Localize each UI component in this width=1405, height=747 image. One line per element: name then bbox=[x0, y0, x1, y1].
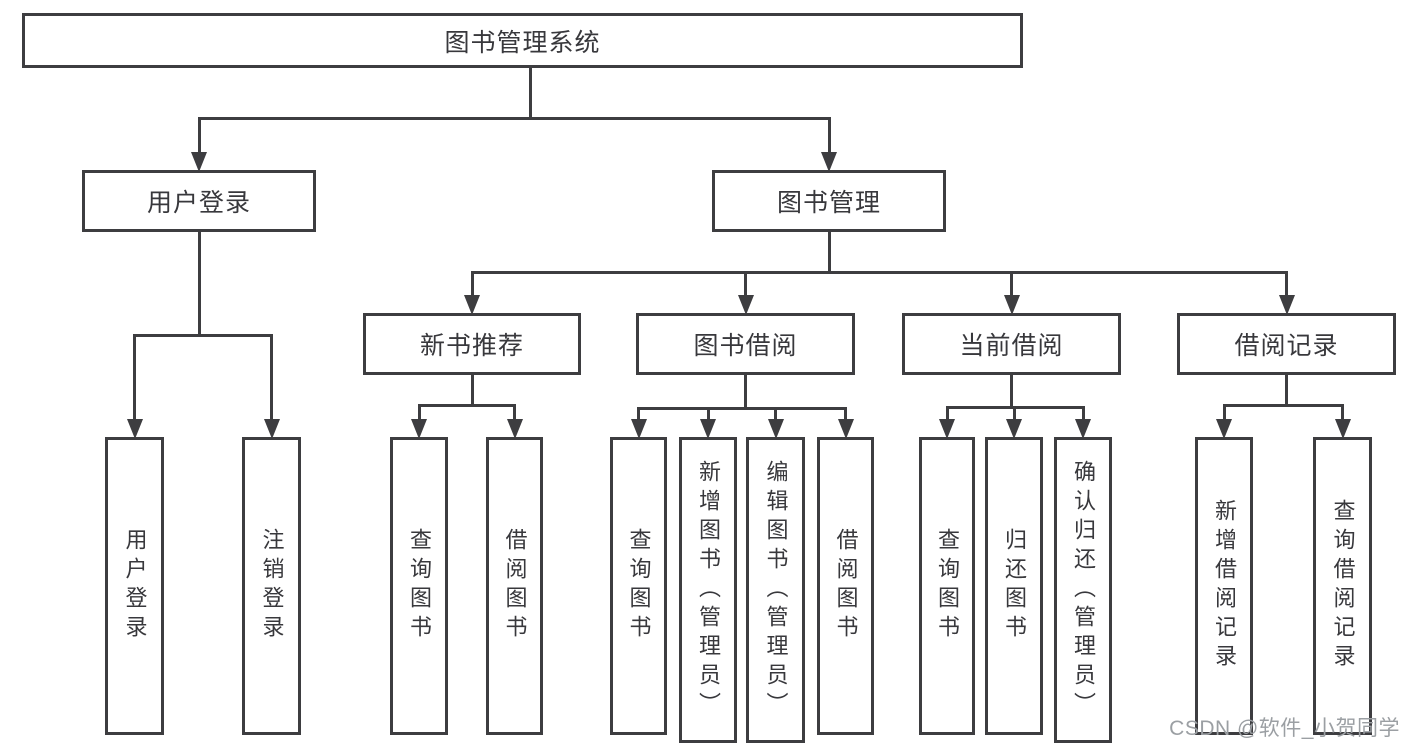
node-leaf-confirm-return: 确认归还（管理员） bbox=[1054, 437, 1112, 743]
connector-stem bbox=[470, 374, 474, 407]
node-leaf-logout: 注销登录 bbox=[242, 437, 301, 735]
connector-drop bbox=[197, 118, 201, 154]
connector-drop bbox=[1222, 405, 1226, 421]
arrow-down-icon bbox=[1006, 419, 1022, 439]
node-label: 查询图书 bbox=[407, 528, 432, 644]
connector-branch bbox=[133, 333, 273, 337]
node-book-borrow: 图书借阅 bbox=[636, 313, 855, 375]
arrow-down-icon bbox=[1216, 419, 1232, 439]
node-leaf-query-book-1: 查询图书 bbox=[390, 437, 448, 735]
node-leaf-query-record: 查询借阅记录 bbox=[1313, 437, 1372, 735]
node-label: 用户登录 bbox=[146, 189, 251, 217]
connector-drop bbox=[470, 272, 474, 297]
connector-drop bbox=[1081, 407, 1085, 421]
connector-drop bbox=[744, 272, 747, 297]
connector-stem bbox=[528, 67, 532, 120]
connector-drop bbox=[133, 335, 136, 421]
node-current-borrow: 当前借阅 bbox=[902, 313, 1121, 375]
connector-drop bbox=[1341, 405, 1344, 421]
connector-stem bbox=[1010, 374, 1013, 409]
arrow-down-icon bbox=[1003, 295, 1020, 315]
node-label: 借阅图书 bbox=[502, 528, 528, 644]
node-root: 图书管理系统 bbox=[22, 13, 1023, 68]
arrow-down-icon bbox=[837, 419, 854, 439]
node-label: 图书借阅 bbox=[693, 332, 798, 360]
node-label: 注销登录 bbox=[259, 528, 285, 644]
connector-drop bbox=[513, 405, 516, 421]
connector-drop bbox=[827, 118, 831, 154]
node-label: 编辑图书（管理员） bbox=[763, 459, 789, 721]
node-label: 新增图书（管理员） bbox=[696, 459, 721, 721]
node-label: 查询借阅记录 bbox=[1330, 499, 1356, 673]
connector-stem bbox=[1285, 374, 1288, 407]
node-leaf-add-book: 新增图书（管理员） bbox=[679, 437, 737, 743]
connector-drop bbox=[1010, 272, 1013, 297]
connector-branch bbox=[637, 406, 847, 410]
node-leaf-return-book: 归还图书 bbox=[985, 437, 1043, 735]
connector-drop bbox=[706, 408, 710, 421]
connector-branch bbox=[197, 116, 831, 120]
node-label: 当前借阅 bbox=[959, 332, 1064, 360]
node-new-book-rec: 新书推荐 bbox=[363, 313, 581, 375]
csdn-watermark: CSDN @软件_小贺同学 bbox=[1169, 717, 1400, 740]
arrow-down-icon bbox=[821, 152, 837, 172]
arrow-down-icon bbox=[1334, 419, 1351, 439]
arrow-down-icon bbox=[737, 295, 754, 315]
arrow-down-icon bbox=[506, 419, 523, 439]
node-label: 新书推荐 bbox=[419, 332, 524, 360]
arrow-down-icon bbox=[411, 419, 427, 439]
connector-branch bbox=[417, 403, 516, 407]
arrow-down-icon bbox=[126, 419, 143, 439]
node-label: 借阅记录 bbox=[1234, 332, 1339, 360]
arrow-down-icon bbox=[191, 152, 207, 172]
node-label: 借阅图书 bbox=[833, 528, 859, 644]
connector-stem bbox=[744, 374, 747, 410]
node-label: 图书管理 bbox=[776, 189, 881, 217]
connector-branch bbox=[1222, 403, 1344, 407]
node-label: 新增借阅记录 bbox=[1212, 499, 1237, 673]
node-label: 查询图书 bbox=[935, 528, 960, 644]
node-leaf-borrow-book-1: 借阅图书 bbox=[486, 437, 543, 735]
connector-branch bbox=[470, 270, 1288, 274]
node-leaf-edit-book: 编辑图书（管理员） bbox=[746, 437, 805, 743]
connector-drop bbox=[1012, 407, 1016, 421]
arrow-down-icon bbox=[700, 419, 716, 439]
node-label: 图书管理系统 bbox=[444, 28, 601, 57]
connector-stem bbox=[197, 231, 201, 337]
arrow-down-icon bbox=[1278, 295, 1295, 315]
connector-drop bbox=[417, 405, 421, 421]
node-leaf-user-login: 用户登录 bbox=[105, 437, 164, 735]
connector-stem bbox=[827, 231, 831, 274]
arrow-down-icon bbox=[464, 295, 480, 315]
connector-drop bbox=[270, 335, 273, 421]
arrow-down-icon bbox=[263, 419, 280, 439]
node-leaf-query-book-2: 查询图书 bbox=[610, 437, 667, 735]
node-leaf-borrow-book-2: 借阅图书 bbox=[817, 437, 874, 735]
node-label: 用户登录 bbox=[122, 528, 148, 644]
connector-drop bbox=[844, 408, 847, 421]
arrow-down-icon bbox=[1075, 419, 1091, 439]
node-leaf-query-book-3: 查询图书 bbox=[919, 437, 975, 735]
arrow-down-icon bbox=[767, 419, 784, 439]
node-borrow-record: 借阅记录 bbox=[1177, 313, 1396, 375]
node-book-mgmt: 图书管理 bbox=[712, 170, 946, 232]
node-user-login: 用户登录 bbox=[82, 170, 316, 232]
arrow-down-icon bbox=[939, 419, 955, 439]
connector-drop bbox=[637, 408, 640, 421]
connector-drop bbox=[1285, 272, 1288, 297]
node-leaf-add-record: 新增借阅记录 bbox=[1195, 437, 1253, 735]
connector-drop bbox=[945, 407, 949, 421]
node-label: 确认归还（管理员） bbox=[1071, 459, 1096, 721]
node-label: 查询图书 bbox=[626, 528, 652, 644]
arrow-down-icon bbox=[630, 419, 647, 439]
node-label: 归还图书 bbox=[1002, 528, 1027, 644]
connector-drop bbox=[774, 408, 777, 421]
